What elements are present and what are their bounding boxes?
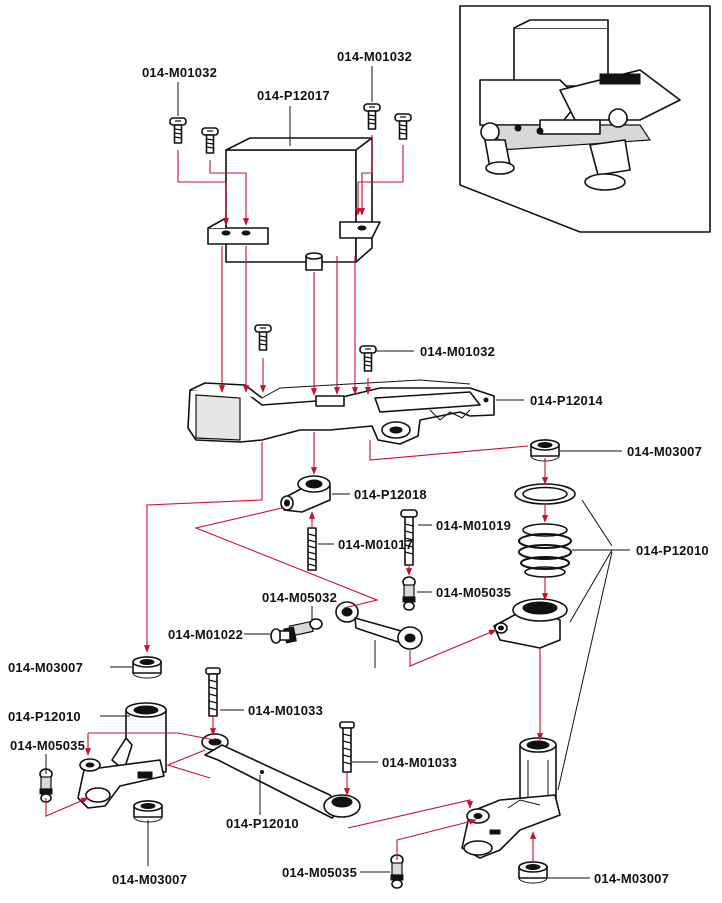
- label-horn-screw: 014-M01017: [338, 537, 413, 552]
- label-servo-horn: 014-P12018: [354, 487, 427, 502]
- drag-link: [201, 733, 361, 819]
- leader-lines: [45, 66, 630, 879]
- label-ball-stud-bottom: 014-M05035: [282, 865, 357, 880]
- servo-screw-4: [394, 113, 412, 140]
- assembly-lines: [45, 135, 549, 862]
- center-link: [335, 601, 423, 668]
- saver-screw: [400, 509, 418, 566]
- saver-ring: [514, 483, 576, 505]
- label-ball-stud-top-right: 014-M05035: [436, 585, 511, 600]
- label-bearing-left: 014-M03007: [8, 660, 83, 675]
- label-link-screw-left: 014-M01033: [248, 703, 323, 718]
- servo-screw-3: [363, 103, 381, 130]
- bearing-left: [132, 656, 162, 679]
- assembled-inset: [459, 5, 711, 233]
- link-screw-right: [339, 721, 355, 773]
- label-chassis-mount: 014-P12014: [530, 393, 603, 408]
- label-bearing-top-right: 014-M03007: [627, 444, 702, 459]
- label-saver-screw: 014-M01019: [436, 518, 511, 533]
- label-bearing-bottom-right: 014-M03007: [594, 871, 669, 886]
- chassis-screw-2: [359, 345, 377, 372]
- label-servo: 014-P12017: [257, 88, 330, 103]
- horn-screw: [307, 527, 317, 571]
- post-left: [77, 702, 167, 809]
- link-screw-left: [205, 667, 221, 717]
- label-drag-link: 014-P12010: [226, 816, 299, 831]
- label-chassis-screw: 014-M01032: [420, 344, 495, 359]
- part-labels: 014-M01032 014-M01032 014-P12017 014-M01…: [8, 49, 709, 887]
- servo-screw-2: [201, 127, 219, 154]
- label-servo-saver-group: 014-P12010: [636, 543, 709, 558]
- label-bearing-left-bottom: 014-M03007: [112, 872, 187, 887]
- spindle-right: [461, 737, 561, 859]
- ball-stud-top-right: [402, 576, 416, 611]
- label-servo-screw-left: 014-M01032: [142, 65, 217, 80]
- servo-horn: [280, 475, 331, 513]
- servo: [207, 137, 381, 271]
- saver-spring: [518, 523, 572, 578]
- center-link-screw: [270, 628, 291, 644]
- label-center-link-screw: 014-M01022: [168, 627, 243, 642]
- label-ball-stud-center: 014-M05032: [262, 590, 337, 605]
- label-servo-screw-right: 014-M01032: [337, 49, 412, 64]
- bearing-left-bottom: [133, 800, 163, 823]
- chassis-screw-1: [254, 324, 272, 351]
- servo-screw-1: [169, 117, 187, 144]
- saver-arm: [493, 598, 568, 649]
- label-ball-stud-left: 014-M05035: [10, 738, 85, 753]
- bearing-top-right: [530, 439, 560, 462]
- label-post-left: 014-P12010: [8, 709, 81, 724]
- label-link-screw-right: 014-M01033: [382, 755, 457, 770]
- chassis-mount: [187, 379, 495, 445]
- bearing-bottom-right: [518, 861, 548, 884]
